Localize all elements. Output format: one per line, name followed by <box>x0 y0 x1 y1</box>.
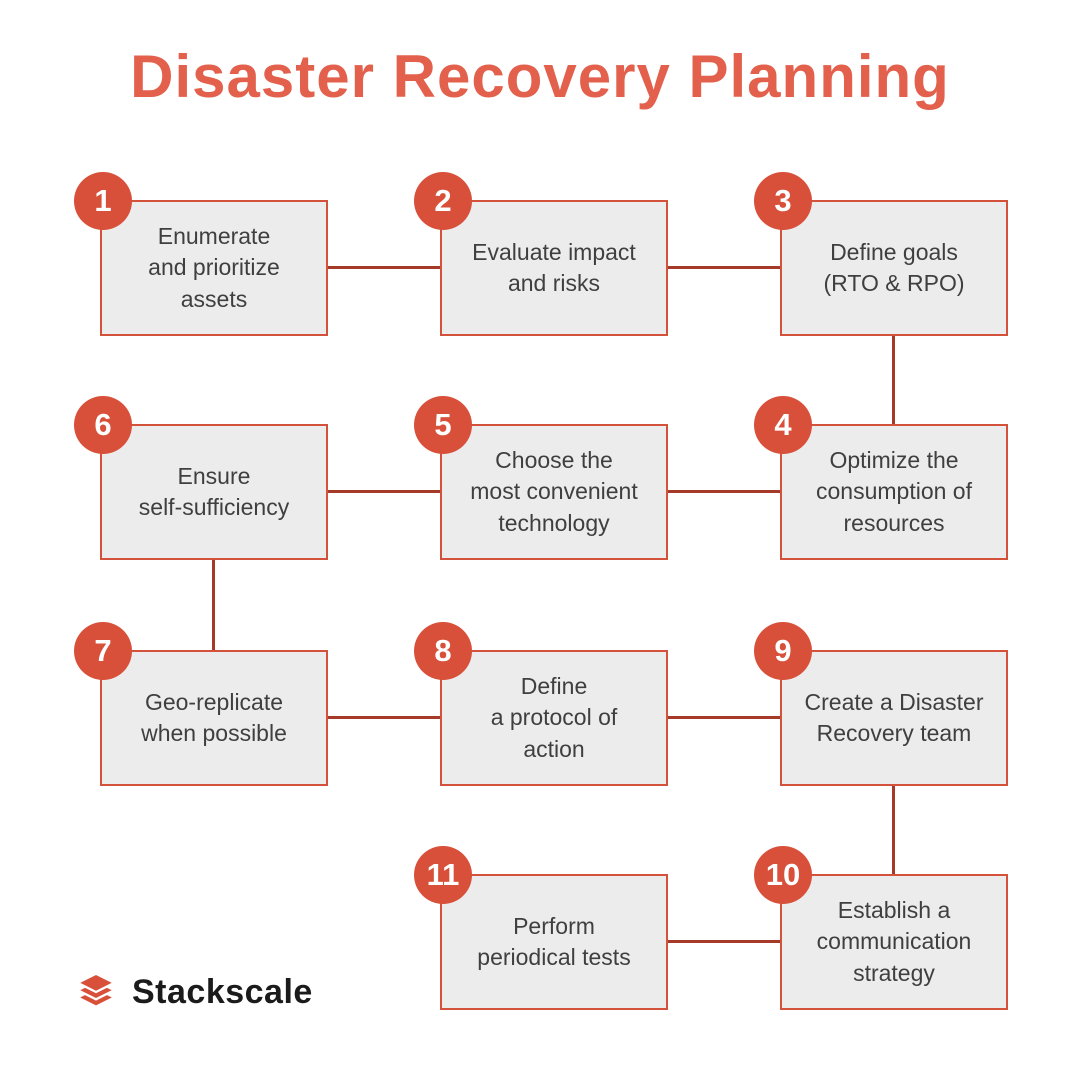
step-box-10: 10 Establish a communication strategy <box>754 846 1008 1010</box>
step-label-1: Enumerate and prioritize assets <box>148 223 280 312</box>
step-label-5: Choose the most convenient technology <box>470 447 638 536</box>
step-label-2: Evaluate impact and risks <box>472 238 636 296</box>
connector-2-3 <box>668 266 780 269</box>
step-label-3: Define goals (RTO & RPO) <box>823 238 965 296</box>
step-number-badge-2: 2 <box>414 172 472 230</box>
step-label-11: Perform periodical tests <box>477 912 631 970</box>
step-box-11: 11 Perform periodical tests <box>414 846 668 1010</box>
step-box-6: 6 Ensure self-sufficiency <box>74 396 328 560</box>
brand-logo: Stackscale <box>74 970 313 1014</box>
step-number-badge-9: 9 <box>754 622 812 680</box>
step-number-badge-3: 3 <box>754 172 812 230</box>
step-label-10: Establish a communication strategy <box>816 897 972 986</box>
step-box-8: 8 Define a protocol of action <box>414 622 668 786</box>
step-number-badge-10: 10 <box>754 846 812 904</box>
step-label-7: Geo-replicate when possible <box>141 688 287 746</box>
step-number-badge-6: 6 <box>74 396 132 454</box>
step-label-8: Define a protocol of action <box>490 673 618 762</box>
connector-10-11 <box>668 940 780 943</box>
step-number-badge-4: 4 <box>754 396 812 454</box>
step-number-badge-5: 5 <box>414 396 472 454</box>
connector-7-8 <box>328 716 440 719</box>
step-box-2: 2 Evaluate impact and risks <box>414 172 668 336</box>
step-label-9: Create a Disaster Recovery team <box>804 688 984 746</box>
step-box-9: 9 Create a Disaster Recovery team <box>754 622 1008 786</box>
connector-8-9 <box>668 716 780 719</box>
step-number-badge-11: 11 <box>414 846 472 904</box>
step-box-7: 7 Geo-replicate when possible <box>74 622 328 786</box>
step-label-6: Ensure self-sufficiency <box>138 462 290 520</box>
step-box-4: 4 Optimize the consumption of resources <box>754 396 1008 560</box>
stacked-layers-icon <box>74 970 118 1014</box>
step-number-badge-8: 8 <box>414 622 472 680</box>
step-label-4: Optimize the consumption of resources <box>816 447 972 536</box>
step-box-5: 5 Choose the most convenient technology <box>414 396 668 560</box>
step-number-badge-1: 1 <box>74 172 132 230</box>
step-number-badge-7: 7 <box>74 622 132 680</box>
brand-name: Stackscale <box>132 972 313 1011</box>
connector-6-7 <box>212 560 215 650</box>
page-title: Disaster Recovery Planning <box>130 43 950 110</box>
connector-4-5 <box>668 490 780 493</box>
connector-1-2 <box>328 266 440 269</box>
step-box-1: 1 Enumerate and prioritize assets <box>74 172 328 336</box>
connector-9-10 <box>892 786 895 874</box>
connector-5-6 <box>328 490 440 493</box>
connector-3-4 <box>892 336 895 424</box>
step-box-3: 3 Define goals (RTO & RPO) <box>754 172 1008 336</box>
